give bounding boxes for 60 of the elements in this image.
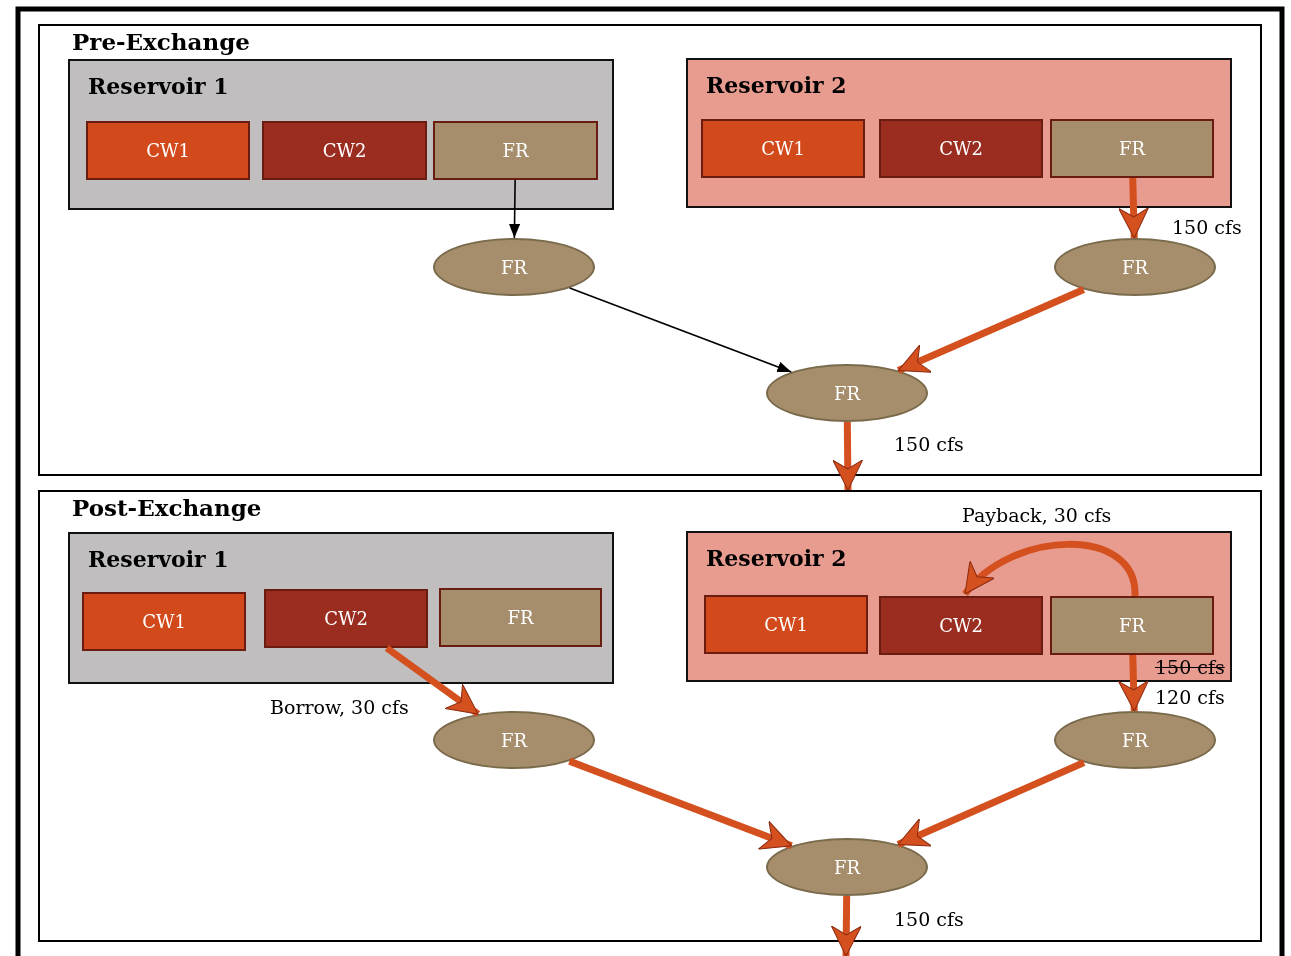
storage-block xyxy=(439,588,602,647)
block-label: FR xyxy=(833,856,860,878)
block-label: CW1 xyxy=(142,611,186,632)
reservoir-title: Reservoir 1 xyxy=(88,546,229,572)
block-label: FR xyxy=(1121,256,1148,278)
arrow xyxy=(568,287,793,373)
storage-block xyxy=(704,595,868,654)
arrow xyxy=(1117,654,1149,712)
reservoir-panel xyxy=(68,59,614,210)
block-label: FR xyxy=(833,382,860,404)
arrow xyxy=(568,757,793,850)
block-label: CW2 xyxy=(322,140,367,161)
arrow xyxy=(896,759,1086,848)
reservoir-panel xyxy=(68,532,614,684)
reservoir-panel xyxy=(686,531,1232,682)
edge-label: 120 cfs xyxy=(1155,686,1225,708)
storage-block xyxy=(1050,119,1214,178)
block-label: FR xyxy=(507,607,534,628)
block-label: CW2 xyxy=(939,138,983,159)
reservoir-title: Reservoir 2 xyxy=(706,72,847,98)
block-label: CW1 xyxy=(146,140,190,161)
arrow xyxy=(1118,177,1149,239)
storage-block xyxy=(879,119,1043,178)
edge-label: Borrow, 30 cfs xyxy=(270,696,409,718)
section-title: Post-Exchange xyxy=(72,494,262,521)
block-label: FR xyxy=(502,140,529,161)
edge-label: Payback, 30 cfs xyxy=(962,504,1112,526)
storage-block xyxy=(82,592,246,651)
edge-label: 150 cfs xyxy=(894,433,964,455)
storage-block xyxy=(879,596,1043,655)
section-panel xyxy=(38,24,1262,476)
storage-block xyxy=(433,121,598,180)
struck-label: 150 cfs xyxy=(1155,656,1225,678)
storage-block xyxy=(86,121,250,180)
storage-block xyxy=(701,119,865,178)
block-label: CW1 xyxy=(764,614,808,635)
reservoir-panel xyxy=(686,58,1232,208)
block-label: FR xyxy=(1118,138,1145,159)
section-panel xyxy=(38,490,1262,942)
storage-block xyxy=(1050,596,1214,655)
block-label: CW2 xyxy=(939,615,983,636)
storage-block xyxy=(264,589,428,648)
arrow xyxy=(832,421,864,491)
section-title: Pre-Exchange xyxy=(72,28,250,55)
reservoir-title: Reservoir 2 xyxy=(706,545,847,571)
edge-label: 150 cfs xyxy=(1172,216,1242,238)
reservoir-title: Reservoir 1 xyxy=(88,73,229,99)
block-label: FR xyxy=(1118,615,1145,636)
arrow xyxy=(830,895,862,956)
block-label: CW1 xyxy=(761,138,805,159)
block-label: FR xyxy=(500,729,527,751)
block-label: CW2 xyxy=(324,608,368,629)
arrow xyxy=(384,645,481,717)
storage-block xyxy=(262,121,427,180)
arrow xyxy=(896,286,1086,374)
arrow xyxy=(509,179,521,239)
arrow xyxy=(962,540,1139,597)
edge-label: 150 cfs xyxy=(894,908,964,930)
block-label: FR xyxy=(1121,729,1148,751)
block-label: FR xyxy=(500,256,527,278)
